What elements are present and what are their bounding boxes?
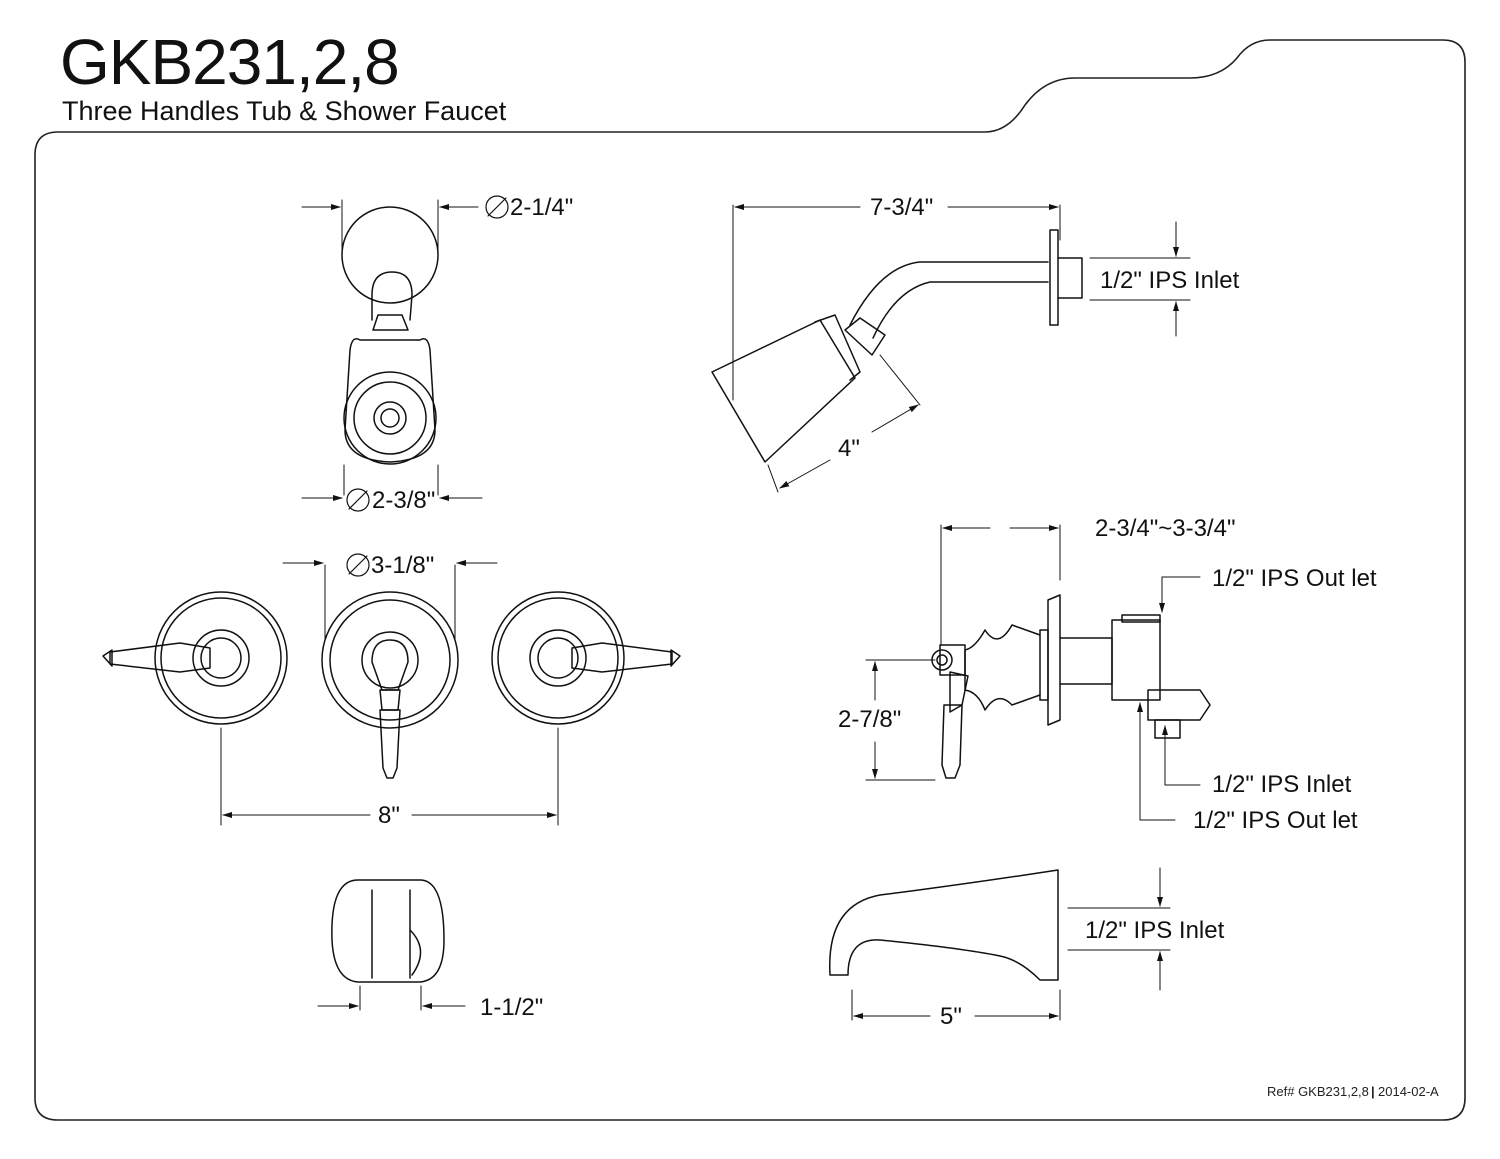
arm-length-label: 7-3/4" <box>870 194 933 221</box>
shower-head-front-view <box>341 206 439 465</box>
wall-depth-label: 2-3/4"~3-3/4" <box>1095 515 1235 542</box>
revision-code: 2014-02-A <box>1378 1084 1439 1099</box>
flange-dim-lines <box>301 195 509 512</box>
handle-dim-lines <box>220 553 559 826</box>
valve-inlet-label: 1/2" IPS Inlet <box>1212 771 1352 798</box>
reference-separator: | <box>1371 1084 1375 1099</box>
handles-front-view <box>102 591 681 779</box>
valve-side-view <box>865 524 1211 821</box>
handle-height-label: 2-7/8" <box>838 706 901 733</box>
head-length-label: 4" <box>838 435 860 462</box>
shower-arm-side-view <box>711 204 1191 493</box>
head-diameter-label: 2-3/8" <box>372 487 435 514</box>
flange-diameter-label: 2-1/4" <box>510 194 573 221</box>
handle-spacing-label: 8" <box>378 802 400 829</box>
drawing-frame <box>34 39 1466 1121</box>
product-description: Three Handles Tub & Shower Faucet <box>62 96 507 126</box>
tub-spout-side-view <box>829 867 1171 1021</box>
spout-width-label: 1-1/2" <box>480 994 543 1021</box>
spout-length-label: 5" <box>940 1003 962 1030</box>
model-title: GKB231,2,8 <box>60 26 400 98</box>
handle-flange-diameter-label: 3-1/8" <box>371 552 434 579</box>
outlet-bottom-label: 1/2" IPS Out let <box>1193 807 1358 834</box>
reference-number: Ref# GKB231,2,8 <box>1267 1084 1369 1099</box>
tub-spout-front-view <box>317 879 466 1011</box>
shower-inlet-label: 1/2" IPS Inlet <box>1100 267 1240 294</box>
outlet-top-label: 1/2" IPS Out let <box>1212 565 1377 592</box>
spout-inlet-label: 1/2" IPS Inlet <box>1085 917 1225 944</box>
